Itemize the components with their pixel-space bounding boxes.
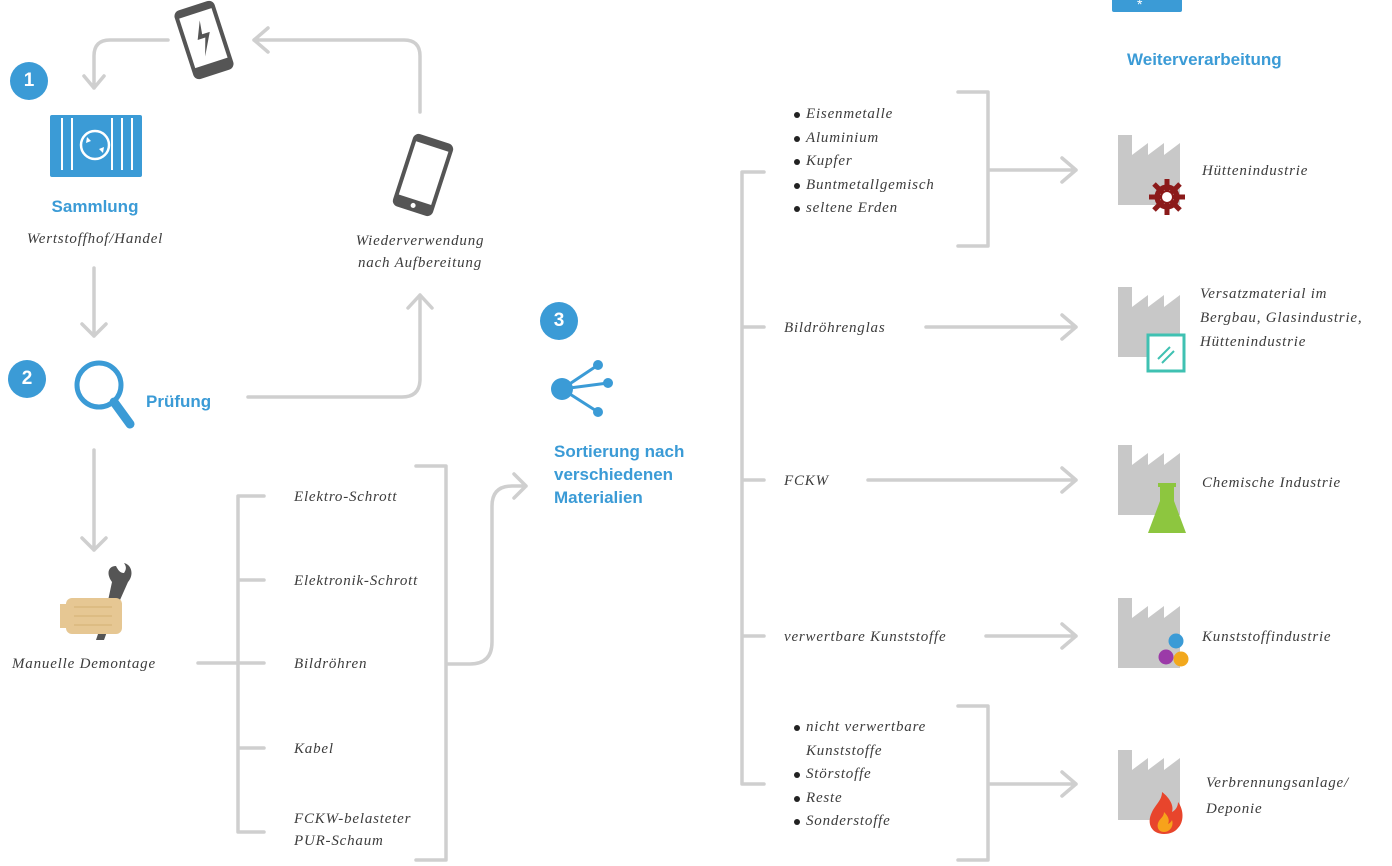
metals-bracket xyxy=(956,90,1078,248)
flow-dismantling-branches xyxy=(196,494,266,834)
list-item: Buntmetallgemisch xyxy=(794,174,935,198)
list-item: Sonderstoffe xyxy=(794,810,926,834)
processing-chemical: Chemische Industrie xyxy=(1202,475,1341,491)
list-item: Kupfer xyxy=(794,150,935,174)
list-item: Reste xyxy=(794,787,926,811)
scrap-item-elektronik: Elektronik-Schrott xyxy=(294,573,419,589)
container-icon xyxy=(50,115,142,177)
rest-item-line-2: Kunststoffe xyxy=(806,742,883,759)
factory-icon-plastics xyxy=(1118,598,1189,668)
list-item: nicht verwertbare Kunststoffe xyxy=(794,716,926,763)
scrap-item-pur-line-2: PUR-Schaum xyxy=(294,833,384,849)
flow-arrow-reuse-up xyxy=(252,26,422,114)
scrap-bracket xyxy=(414,464,528,862)
flow-arrow-reuse-to-collection xyxy=(82,38,170,90)
processing-title: Weiterverarbeitung xyxy=(1127,50,1282,69)
processing-glass-line-3: Hüttenindustrie xyxy=(1200,334,1307,350)
rest-list: nicht verwertbare Kunststoffe Störstoffe… xyxy=(794,716,926,834)
scrap-item-pur: FCKW-belasteter PUR-Schaum xyxy=(294,808,411,852)
scrap-item-bildroehren: Bildröhren xyxy=(294,656,368,672)
list-item: Aluminium xyxy=(794,127,935,151)
reuse-label-line-1: Wiederverwendung xyxy=(355,233,485,249)
step-3-title-line-2: verschiedenen xyxy=(554,465,674,484)
step-1-title: Sammlung xyxy=(51,197,139,216)
sorting-share-icon xyxy=(551,360,613,417)
list-item: Störstoffe xyxy=(794,763,926,787)
dismantling-label: Manuelle Demontage xyxy=(12,656,156,672)
step-3-title-line-3: Materialien xyxy=(554,488,643,507)
magnifier-icon xyxy=(74,360,135,429)
hand-wrench-icon xyxy=(60,563,132,640)
factory-icon-smelting xyxy=(1118,135,1185,215)
factory-icon-glass xyxy=(1118,287,1186,373)
processing-glass-line-2: Bergbau, Glasindustrie, xyxy=(1200,310,1363,326)
metals-list: Eisenmetalle Aluminium Kupfer Buntmetall… xyxy=(794,103,935,221)
scrap-item-kabel: Kabel xyxy=(294,741,334,757)
list-item: seltene Erden xyxy=(794,197,935,221)
step-3-title-line-1: Sortierung nach xyxy=(554,442,685,461)
rest-item-line-1: nicht verwertbare xyxy=(806,719,927,735)
step-1-subtitle: Wertstoffhof/Handel xyxy=(26,231,164,247)
scrap-item-elektro: Elektro-Schrott xyxy=(294,489,398,505)
processing-glass: Versatzmaterial im Bergbau, Glasindustri… xyxy=(1200,282,1362,354)
plastics-arrow xyxy=(984,622,1078,650)
material-glass: Bildröhrenglas xyxy=(784,320,886,336)
step-3-title: Sortierung nach verschiedenen Materialie… xyxy=(554,440,684,509)
processing-glass-line-1: Versatzmaterial im xyxy=(1200,286,1328,302)
fckw-arrow xyxy=(866,466,1078,494)
rest-bracket xyxy=(956,704,1078,862)
smartphone-icon-top xyxy=(174,0,234,80)
step-1-badge: 1 xyxy=(10,62,48,100)
step-3-badge: 3 xyxy=(540,302,578,340)
flow-sorting-branches xyxy=(740,170,766,786)
factory-icon-chemical xyxy=(1118,445,1186,533)
processing-incineration-line-1: Verbrennungsanlage/ xyxy=(1206,775,1349,791)
processing-incineration-line-2: Deponie xyxy=(1206,801,1263,817)
processing-smelting: Hüttenindustrie xyxy=(1202,163,1309,179)
list-item: Eisenmetalle xyxy=(794,103,935,127)
processing-plastics: Kunststoffindustrie xyxy=(1202,629,1332,645)
flow-arrow-check-to-reuse xyxy=(246,293,434,399)
factory-icon-incineration xyxy=(1118,750,1183,834)
processing-incineration: Verbrennungsanlage/ Deponie xyxy=(1206,770,1349,822)
reuse-label-line-2: nach Aufbereitung xyxy=(358,255,482,271)
material-plastics: verwertbare Kunststoffe xyxy=(784,629,947,645)
flow-arrow-collection-to-check xyxy=(80,266,108,338)
scrap-item-pur-line-1: FCKW-belasteter xyxy=(294,811,412,827)
material-fckw: FCKW xyxy=(784,473,829,489)
smartphone-icon-reuse xyxy=(392,133,454,217)
svg-text:*: * xyxy=(1137,0,1143,12)
flow-arrow-check-to-dismantling xyxy=(80,448,108,552)
step-2-badge: 2 xyxy=(8,360,46,398)
reuse-label: Wiederverwendung nach Aufbereitung xyxy=(330,230,510,274)
glass-arrow xyxy=(924,313,1078,341)
processing-header-icon: * xyxy=(1112,0,1182,12)
step-2-title: Prüfung xyxy=(146,392,212,411)
